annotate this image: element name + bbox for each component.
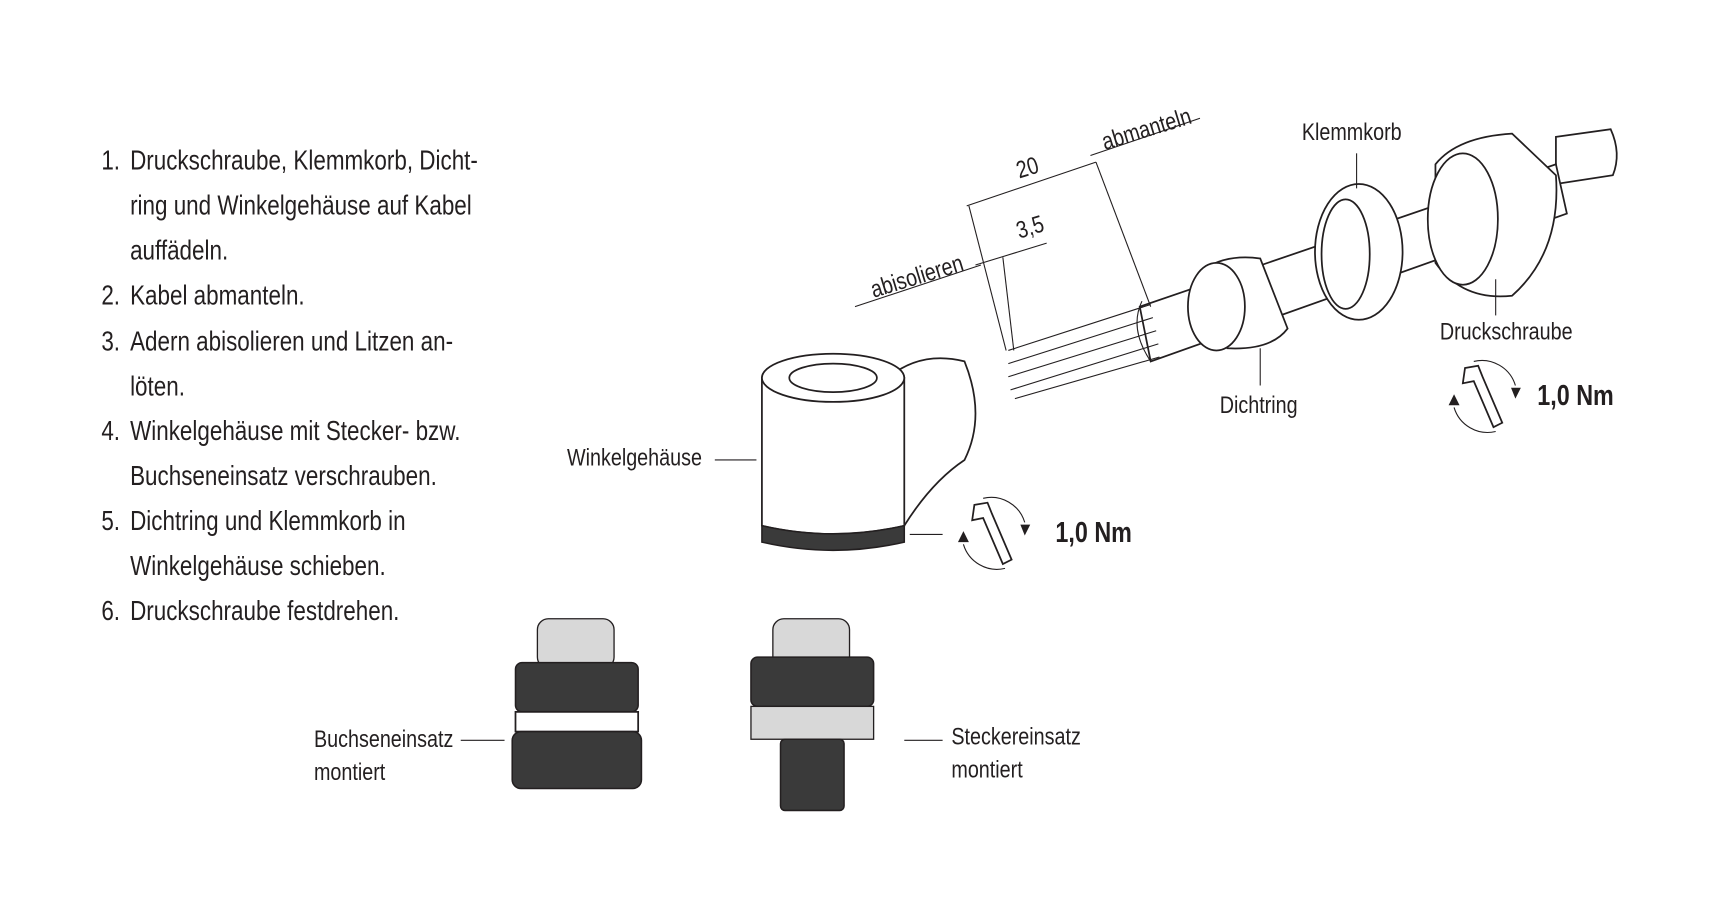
- druckschraube-label: Druckschraube: [1440, 318, 1573, 345]
- steckereinsatz-label-2: montiert: [951, 756, 1022, 783]
- step-3-line-2: löten.: [130, 371, 185, 402]
- step-4-line-1: Winkelgehäuse mit Stecker- bzw.: [130, 416, 460, 447]
- klemmkorb-part: [1314, 183, 1404, 321]
- klemmkorb-label: Klemmkorb: [1302, 118, 1402, 145]
- buchseneinsatz-part: [511, 618, 643, 790]
- step-1-number: 1.: [101, 146, 120, 177]
- step-4-line-2: Buchseneinsatz verschrauben.: [130, 461, 437, 492]
- wrench-rotate-icon: [1448, 359, 1521, 433]
- step-5-line-1: Dichtring und Klemmkorb in: [130, 506, 406, 537]
- wrench-rotate-icon: [957, 496, 1031, 570]
- step-2-number: 2.: [101, 280, 120, 311]
- winkelgehaeuse-part: [761, 352, 977, 552]
- torque-housing: 1,0 Nm: [1055, 516, 1132, 549]
- cable-drawing: [1008, 128, 1618, 400]
- torque-pressure-screw: 1,0 Nm: [1537, 379, 1614, 412]
- step-4-number: 4.: [101, 416, 120, 447]
- steckereinsatz-label-1: Steckereinsatz: [951, 723, 1080, 750]
- winkelgehaeuse-label: Winkelgehäuse: [567, 444, 702, 471]
- dimension-3-5: 3,5: [1013, 210, 1047, 244]
- assembly-steps: 1. Druckschraube, Klemmkorb, Dicht- ring…: [101, 146, 478, 627]
- dimension-lines: [854, 117, 1201, 351]
- step-3-line-1: Adern abisolieren und Litzen an-: [130, 326, 453, 357]
- steckereinsatz-part: [750, 618, 875, 812]
- dichtring-part: [1187, 256, 1289, 352]
- step-6-line-1: Druckschraube festdrehen.: [130, 596, 399, 627]
- abmanteln-label: abmanteln: [1098, 102, 1194, 155]
- wires: [1008, 300, 1160, 400]
- step-1-line-3: auffädeln.: [130, 235, 228, 266]
- step-5-line-2: Winkelgehäuse schieben.: [130, 551, 386, 582]
- step-6-number: 6.: [101, 596, 120, 627]
- abisolieren-label: abisolieren: [867, 249, 966, 303]
- step-1-line-1: Druckschraube, Klemmkorb, Dicht-: [130, 146, 478, 177]
- buchseneinsatz-label-2: montiert: [314, 758, 385, 785]
- dichtring-label: Dichtring: [1220, 391, 1298, 418]
- step-3-number: 3.: [101, 326, 120, 357]
- buchseneinsatz-label-1: Buchseneinsatz: [314, 725, 453, 752]
- step-1-line-2: ring und Winkelgehäuse auf Kabel: [130, 191, 472, 222]
- step-5-number: 5.: [101, 506, 120, 537]
- step-2-line-1: Kabel abmanteln.: [130, 280, 305, 311]
- dimension-20: 20: [1013, 151, 1042, 184]
- druckschraube-part: [1426, 132, 1558, 298]
